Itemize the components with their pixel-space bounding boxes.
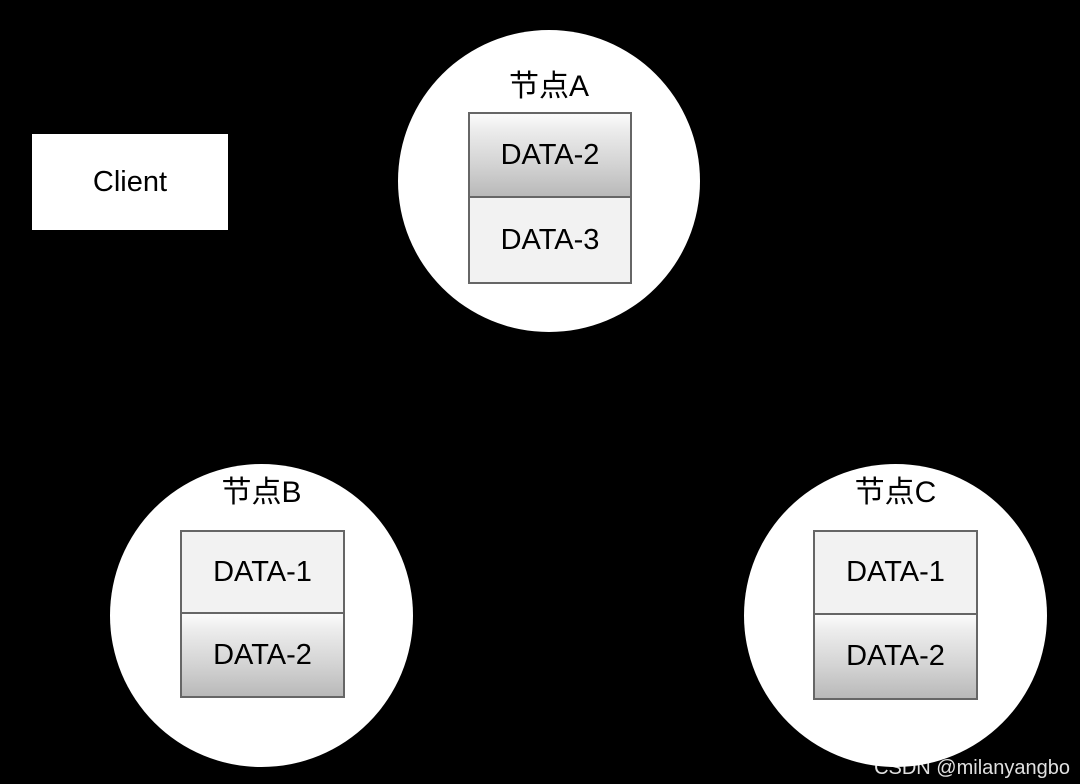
- node-c-circle: 节点C DATA-1 DATA-2: [744, 464, 1047, 767]
- node-b-title: 节点B: [221, 476, 302, 509]
- node-c-data-cell-0: DATA-1: [813, 530, 978, 615]
- node-b-data-cell-1: DATA-2: [180, 614, 345, 698]
- node-a-data-cell-1: DATA-3: [468, 198, 632, 284]
- client-box: Client: [32, 134, 228, 230]
- node-b-data-stack: DATA-1 DATA-2: [180, 530, 345, 698]
- node-b-circle: 节点B DATA-1 DATA-2: [110, 464, 413, 767]
- node-a-title: 节点A: [508, 70, 589, 103]
- watermark-text: CSDN @milanyangbo: [874, 757, 1070, 779]
- client-label: Client: [92, 165, 168, 198]
- node-b-data-cell-0: DATA-1: [180, 530, 345, 614]
- node-c-data-stack: DATA-1 DATA-2: [813, 530, 978, 700]
- node-a-data-stack: DATA-2 DATA-3: [468, 112, 632, 284]
- node-c-title: 节点C: [854, 476, 937, 509]
- node-a-data-cell-0: DATA-2: [468, 112, 632, 198]
- node-a-circle: 节点A DATA-2 DATA-3: [398, 30, 700, 332]
- node-c-data-cell-1: DATA-2: [813, 615, 978, 700]
